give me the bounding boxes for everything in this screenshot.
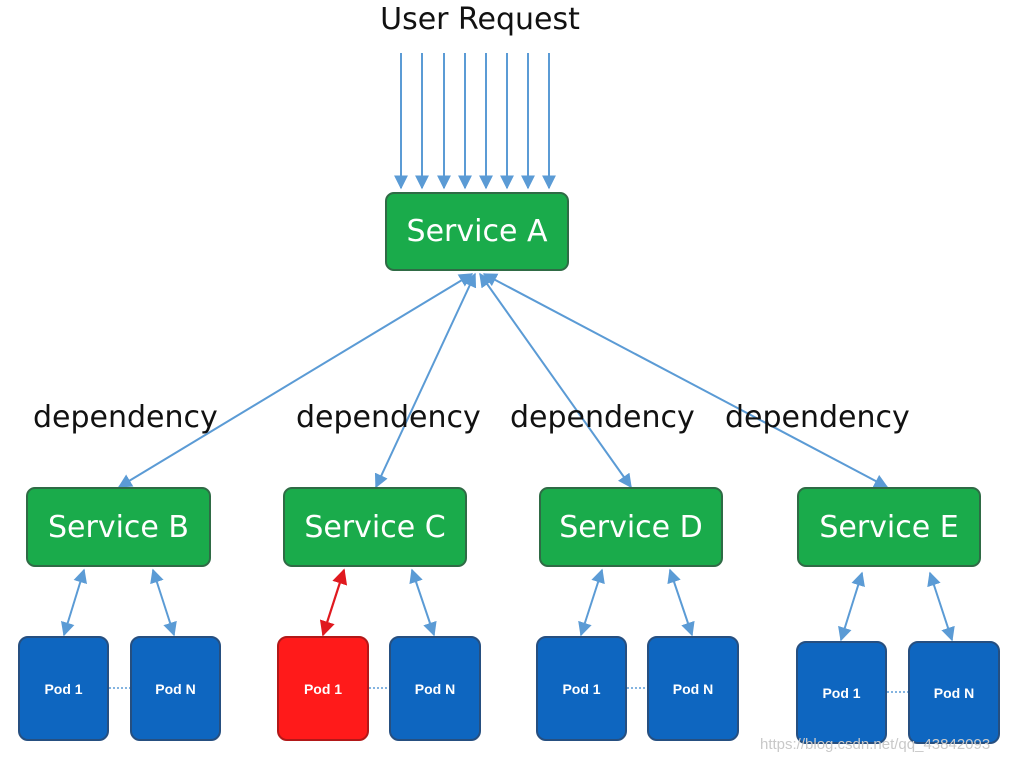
service-c-pod-n: Pod N bbox=[389, 636, 481, 741]
service-d-node: Service D bbox=[539, 487, 723, 567]
service-b-node: Service B bbox=[26, 487, 211, 567]
dependency-arrows bbox=[117, 272, 889, 489]
service-c-node: Service C bbox=[283, 487, 467, 567]
service-b-pod-n: Pod N bbox=[130, 636, 221, 741]
dependency-label-e: dependency bbox=[725, 400, 910, 435]
dependency-label-c: dependency bbox=[296, 400, 481, 435]
service-e-node: Service E bbox=[797, 487, 981, 567]
pod-arrows bbox=[61, 568, 955, 642]
dependency-arrow-a-e bbox=[482, 273, 889, 488]
user-request-arrows bbox=[394, 53, 556, 190]
service-e-pod-n: Pod N bbox=[908, 641, 1000, 744]
pod-arrow-d-n bbox=[667, 568, 695, 637]
pod-arrow-b-n bbox=[150, 568, 177, 637]
dependency-label-b: dependency bbox=[33, 400, 218, 435]
pod-arrow-d-1 bbox=[578, 568, 605, 637]
user-request-title: User Request bbox=[380, 2, 580, 37]
pod-arrow-c-n bbox=[409, 568, 437, 637]
service-c-pod-1-failed: Pod 1 bbox=[277, 636, 369, 741]
service-d-pod-n: Pod N bbox=[647, 636, 739, 741]
watermark: https://blog.csdn.net/qq_43842093 bbox=[760, 736, 991, 753]
pod-dotted-links bbox=[109, 687, 908, 693]
dependency-arrow-a-b bbox=[117, 273, 474, 488]
dependency-arrow-a-d bbox=[479, 272, 632, 489]
service-d-pod-1: Pod 1 bbox=[536, 636, 627, 741]
dependency-label-d: dependency bbox=[510, 400, 695, 435]
pod-arrow-e-1 bbox=[838, 571, 865, 642]
service-e-pod-1: Pod 1 bbox=[796, 641, 887, 744]
dependency-arrow-a-c bbox=[374, 272, 477, 489]
service-b-pod-1: Pod 1 bbox=[18, 636, 109, 741]
pod-arrow-c-1-failed bbox=[319, 568, 348, 637]
pod-arrow-e-n bbox=[927, 571, 955, 642]
service-a-node: Service A bbox=[385, 192, 569, 271]
pod-arrow-b-1 bbox=[61, 568, 87, 637]
